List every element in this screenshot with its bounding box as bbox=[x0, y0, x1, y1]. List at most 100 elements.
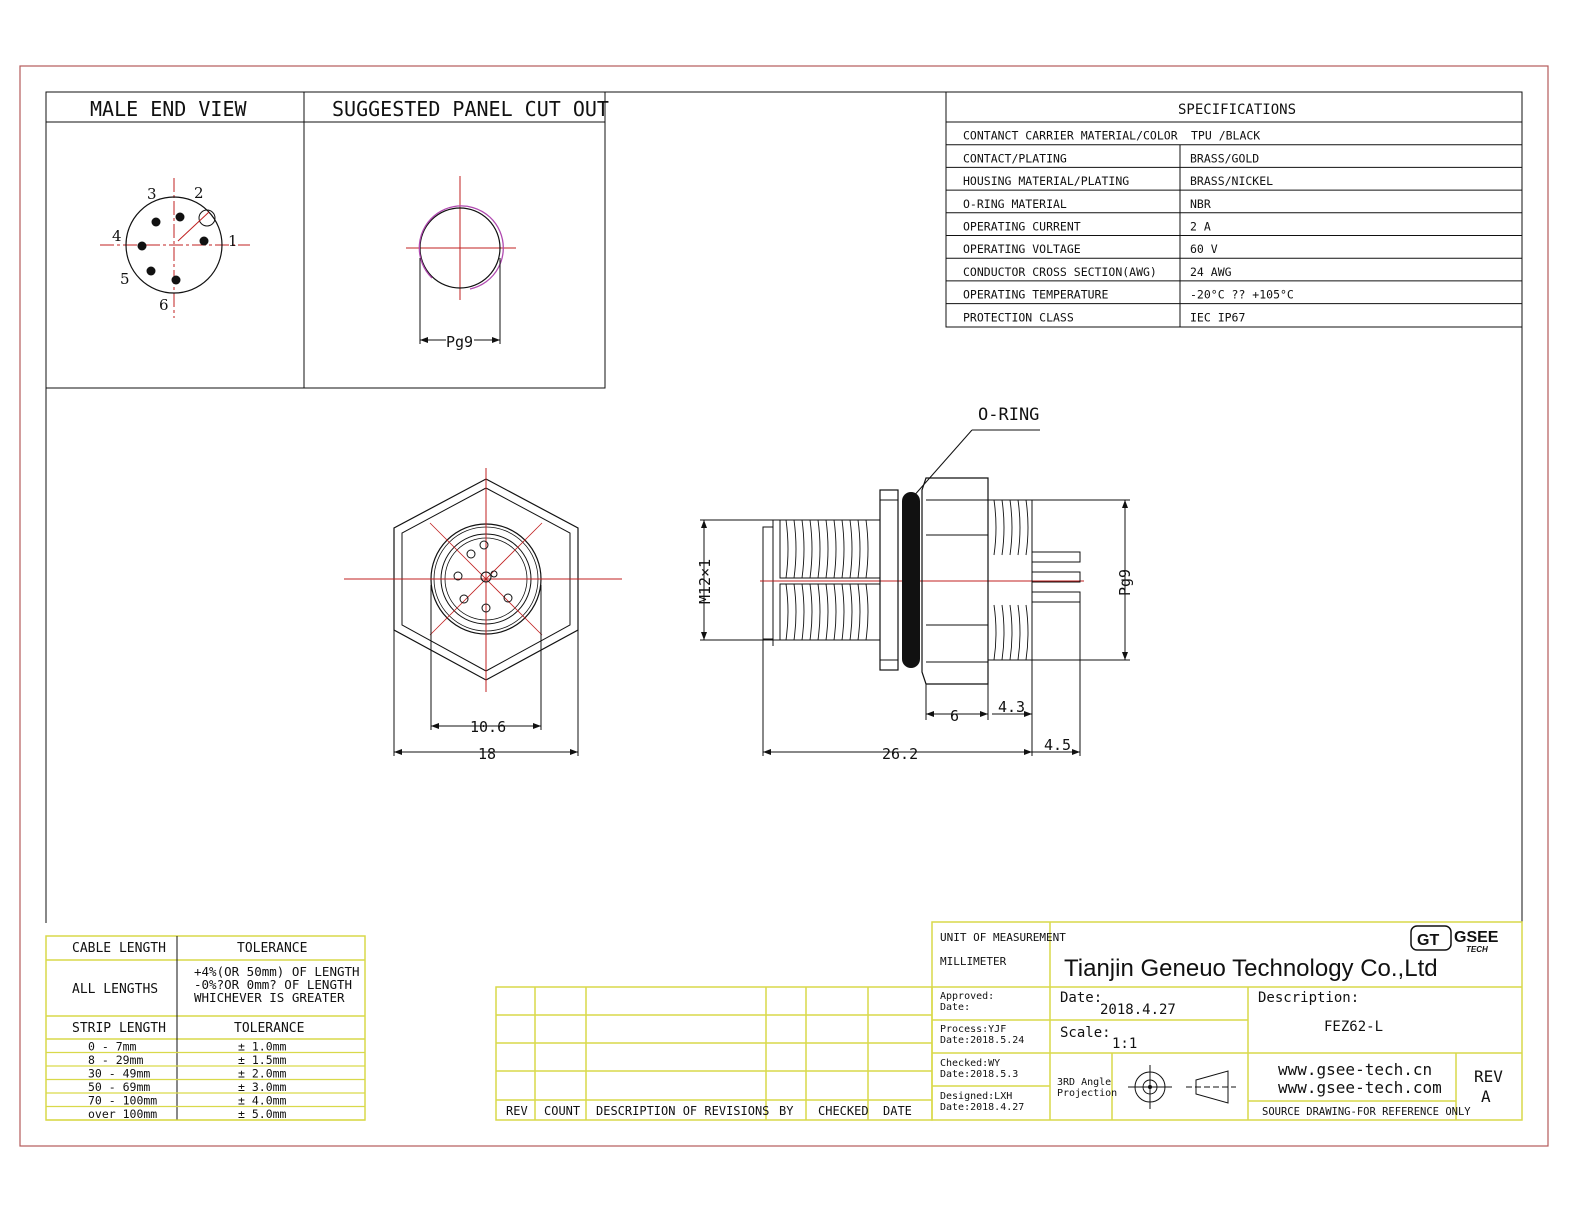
tolerance-table: CABLE LENGTH TOLERANCE ALL LENGTHS +4%(O… bbox=[45, 935, 366, 1121]
approved-label: Approved: bbox=[940, 991, 994, 1002]
tol-all-lengths: ALL LENGTHS bbox=[72, 982, 158, 997]
description-label: Description: bbox=[1258, 990, 1359, 1006]
rev-col-date: DATE bbox=[883, 1104, 912, 1118]
pin-label-2: 2 bbox=[194, 184, 204, 202]
process-date: Date:2018.5.24 bbox=[940, 1035, 1024, 1046]
pin-1 bbox=[199, 236, 209, 246]
strip-tolerance: ± 4.0mm bbox=[238, 1094, 287, 1108]
specifications-table: SPECIFICATIONS CONTANCT CARRIER MATERIAL… bbox=[945, 91, 1523, 328]
company-logo: GT GSEE TECH bbox=[1410, 925, 1499, 954]
side-view: Pg9 M12×1 O-RING 6 4.3 26.2 4.5 bbox=[696, 405, 1134, 763]
checked-date: Date:2018.5.3 bbox=[940, 1069, 1018, 1080]
logo-name: GSEE bbox=[1454, 929, 1499, 946]
pin-4 bbox=[137, 241, 147, 251]
panel-cut-out-title: SUGGESTED PANEL CUT OUT bbox=[332, 97, 609, 121]
pin-label-5: 5 bbox=[120, 270, 130, 288]
specifications-title: SPECIFICATIONS bbox=[1178, 102, 1296, 118]
spec-value: 2 A bbox=[1190, 220, 1211, 234]
unit-value: MILLIMETER bbox=[940, 955, 1007, 968]
tol-all-line-1: +4%(OR 50mm) OF LENGTH bbox=[194, 964, 360, 979]
rev-col-rev: REV bbox=[506, 1104, 528, 1118]
front-dim-outer: 18 bbox=[478, 745, 496, 763]
website-com: www.gsee-tech.com bbox=[1278, 1078, 1442, 1097]
strip-tolerance: ± 1.0mm bbox=[238, 1040, 287, 1054]
drawing-border bbox=[45, 91, 1523, 923]
side-dim-26-2: 26.2 bbox=[882, 745, 918, 763]
revisions-table: REV COUNT DESCRIPTION OF REVISIONS BY CH… bbox=[495, 986, 933, 1121]
spec-value: -20°C ?? +105°C bbox=[1190, 288, 1294, 302]
website-cn: www.gsee-tech.cn bbox=[1278, 1060, 1432, 1079]
side-dim-thread: M12×1 bbox=[696, 559, 714, 604]
spec-label: PROTECTION CLASS bbox=[963, 310, 1074, 324]
tol-strip-tol-header: TOLERANCE bbox=[234, 1021, 304, 1036]
strip-tolerance: ± 3.0mm bbox=[238, 1080, 287, 1094]
approved-date: Date: bbox=[940, 1002, 970, 1013]
company-name: Tianjin Geneuo Technology Co.,Ltd bbox=[1064, 955, 1438, 982]
strip-range: 50 - 69mm bbox=[88, 1080, 150, 1094]
spec-value: IEC IP67 bbox=[1190, 310, 1245, 324]
spec-label: OPERATING TEMPERATURE bbox=[963, 288, 1108, 302]
pin-3 bbox=[151, 217, 161, 227]
spec-label: HOUSING MATERIAL/PLATING bbox=[963, 174, 1129, 188]
designed-label: Designed:LXH bbox=[940, 1091, 1012, 1102]
logo-mark: GT bbox=[1417, 932, 1439, 949]
top-left-views: MALE END VIEW SUGGESTED PANEL CUT OUT bbox=[45, 91, 609, 389]
projection-line-1: 3RD Angle bbox=[1057, 1077, 1111, 1088]
side-dim-4-3: 4.3 bbox=[998, 698, 1025, 716]
tol-all-line-2: -0%?OR 0mm? OF LENGTH bbox=[194, 977, 352, 992]
rev-value: A bbox=[1481, 1087, 1491, 1106]
pin-label-6: 6 bbox=[159, 296, 169, 314]
logo-sub: TECH bbox=[1466, 945, 1488, 954]
spec-value: 24 AWG bbox=[1190, 265, 1232, 279]
tol-all-line-3: WHICHEVER IS GREATER bbox=[194, 990, 345, 1005]
date-value: 2018.4.27 bbox=[1100, 1002, 1176, 1018]
pin-5 bbox=[146, 266, 156, 276]
spec-label: CONDUCTOR CROSS SECTION(AWG) bbox=[963, 265, 1157, 279]
spec-value: TPU /BLACK bbox=[1191, 129, 1260, 143]
pin-2 bbox=[175, 212, 185, 222]
side-dim-6: 6 bbox=[950, 707, 959, 725]
strip-range: 70 - 100mm bbox=[88, 1094, 157, 1108]
strip-range: 8 - 29mm bbox=[88, 1053, 143, 1067]
male-end-view-title: MALE END VIEW bbox=[90, 97, 247, 121]
strip-tolerance: ± 5.0mm bbox=[238, 1107, 287, 1121]
strip-tolerance: ± 1.5mm bbox=[238, 1053, 287, 1067]
third-angle-projection-icon bbox=[1128, 1065, 1236, 1109]
date-label: Date: bbox=[1060, 990, 1102, 1006]
outer-frame bbox=[19, 65, 1549, 1147]
rev-col-by: BY bbox=[779, 1104, 794, 1118]
tol-header-tol: TOLERANCE bbox=[237, 941, 307, 956]
pin-label-3: 3 bbox=[147, 185, 157, 203]
rev-col-count: COUNT bbox=[544, 1104, 580, 1118]
strip-range: 0 - 7mm bbox=[88, 1040, 137, 1054]
tol-strip-header: STRIP LENGTH bbox=[72, 1021, 166, 1036]
scale-value: 1:1 bbox=[1112, 1036, 1137, 1052]
checked-label: Checked:WY bbox=[940, 1058, 1000, 1069]
spec-label: CONTANCT CARRIER MATERIAL/COLOR bbox=[963, 129, 1178, 143]
tol-header-cable: CABLE LENGTH bbox=[72, 941, 166, 956]
scale-label: Scale: bbox=[1060, 1025, 1111, 1041]
strip-tolerance: ± 2.0mm bbox=[238, 1067, 287, 1081]
side-dim-pg: Pg9 bbox=[1116, 569, 1134, 596]
process-label: Process:YJF bbox=[940, 1024, 1006, 1035]
pin-6 bbox=[171, 275, 181, 285]
spec-value: BRASS/GOLD bbox=[1190, 151, 1259, 165]
oring-label: O-RING bbox=[978, 405, 1039, 425]
unit-label: UNIT OF MEASUREMENT bbox=[940, 931, 1066, 944]
rev-col-description: DESCRIPTION OF REVISIONS bbox=[596, 1104, 769, 1118]
pin-label-1: 1 bbox=[228, 232, 238, 250]
panel-cut-out-diagram: Pg9 bbox=[406, 176, 516, 351]
spec-value: NBR bbox=[1190, 197, 1211, 211]
cut-out-dimension: Pg9 bbox=[446, 333, 473, 351]
pin-label-4: 4 bbox=[112, 227, 122, 245]
front-hex-view: 10.6 18 bbox=[344, 468, 622, 763]
projection-line-2: Projection bbox=[1057, 1088, 1117, 1099]
side-dim-4-5: 4.5 bbox=[1044, 736, 1071, 754]
strip-range: over 100mm bbox=[88, 1107, 157, 1121]
strip-range: 30 - 49mm bbox=[88, 1067, 150, 1081]
spec-label: OPERATING VOLTAGE bbox=[963, 242, 1081, 256]
front-dim-inner: 10.6 bbox=[470, 718, 506, 736]
spec-value: 60 V bbox=[1190, 242, 1218, 256]
designed-date: Date:2018.4.27 bbox=[940, 1102, 1024, 1113]
